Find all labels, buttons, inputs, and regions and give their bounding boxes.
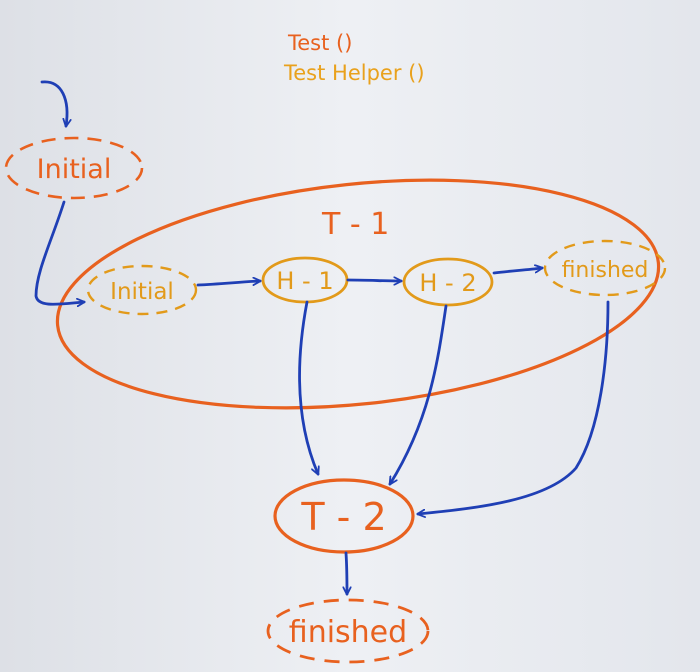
arrow-finished-to-t2 [418, 300, 610, 514]
arrow-entry-to-initial [40, 80, 67, 126]
h2-helper-node [402, 257, 494, 307]
h2-label: H - 2 [419, 269, 476, 297]
finished-inner-node [543, 239, 667, 297]
t1-label: T - 1 [321, 207, 389, 242]
arrow-initial-outer-to-inner [34, 200, 84, 304]
arrow-initial-to-h1 [196, 281, 260, 287]
initial-inner-label: Initial [110, 279, 174, 305]
legend-test-label: Test () [287, 31, 352, 55]
t1-test-boundary [55, 178, 661, 410]
initial-outer-node [4, 136, 144, 200]
h1-label: H - 1 [276, 267, 333, 295]
finished-inner-label: finished [562, 258, 649, 283]
initial-inner-node [86, 264, 198, 316]
arrow-h2-to-t2 [388, 304, 448, 484]
arrow-h1-to-t2 [298, 300, 318, 474]
arrow-h1-to-h2 [346, 280, 401, 281]
finished-outer-node [266, 598, 430, 664]
t2-test-node [273, 478, 415, 554]
initial-outer-label: Initial [37, 154, 112, 185]
arrow-t2-to-finished [346, 551, 347, 594]
finished-outer-label: finished [289, 615, 407, 650]
t2-label: T - 2 [300, 495, 386, 539]
legend-helper-label: Test Helper () [283, 61, 425, 85]
arrow-h2-to-finished [492, 268, 542, 275]
